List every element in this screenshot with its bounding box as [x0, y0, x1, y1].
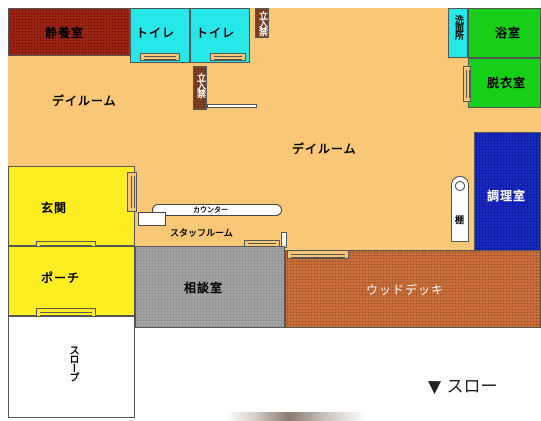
caption-text: ▼ スロー	[428, 377, 498, 397]
entrance-door	[127, 172, 137, 212]
dressing-room: 脱衣室	[468, 58, 541, 108]
bathroom-label: 浴室	[495, 26, 522, 40]
toilet-2-label: トイレ	[196, 26, 236, 40]
shelf-circle-icon	[455, 181, 465, 191]
washroom: 洗面所	[448, 8, 468, 58]
entrance: 玄関	[8, 166, 135, 246]
wood-deck-door	[287, 250, 349, 259]
kitchen-label: 調理室	[487, 189, 527, 203]
toilet-1-label: トイレ	[136, 26, 176, 40]
partition-wall	[207, 104, 257, 108]
quiet-room-label: 静養室	[45, 26, 85, 40]
no-entry-2: 立入禁	[193, 66, 207, 110]
shelf-label: 棚	[455, 216, 466, 226]
wood-deck: ウッドデッキ	[285, 250, 541, 328]
no-entry-1-label: 立入禁	[257, 11, 267, 35]
slope: スロープ	[8, 316, 135, 418]
counter: カウンター	[152, 204, 282, 216]
photo-fragment	[226, 412, 366, 421]
bathroom: 浴室	[468, 8, 541, 58]
slope-label: スロープ	[67, 345, 78, 381]
porch-label: ポーチ	[41, 271, 81, 285]
porch: ポーチ	[8, 246, 135, 316]
no-entry-1: 立入禁	[255, 8, 269, 38]
dressing-room-label: 脱衣室	[487, 76, 527, 90]
staff-room-label: スタッフルーム	[170, 229, 233, 239]
day-room-left-label: デイルーム	[52, 94, 117, 108]
toilet-1-door	[140, 53, 180, 61]
consultation-room-label: 相談室	[184, 281, 224, 295]
toilet-2-door	[210, 53, 246, 61]
quiet-room: 静養室	[8, 8, 130, 56]
no-entry-2-label: 立入禁	[195, 73, 205, 97]
dressing-room-door	[463, 66, 471, 102]
entrance-label: 玄関	[41, 201, 68, 215]
day-room-center-label: デイルーム	[292, 142, 357, 156]
washroom-label: 洗面所	[453, 15, 463, 39]
shelf: 棚	[451, 176, 469, 242]
counter-label: カウンター	[193, 206, 228, 214]
wood-deck-label: ウッドデッキ	[366, 283, 445, 297]
counter-end	[138, 212, 166, 226]
consultation-room: 相談室	[135, 246, 285, 328]
